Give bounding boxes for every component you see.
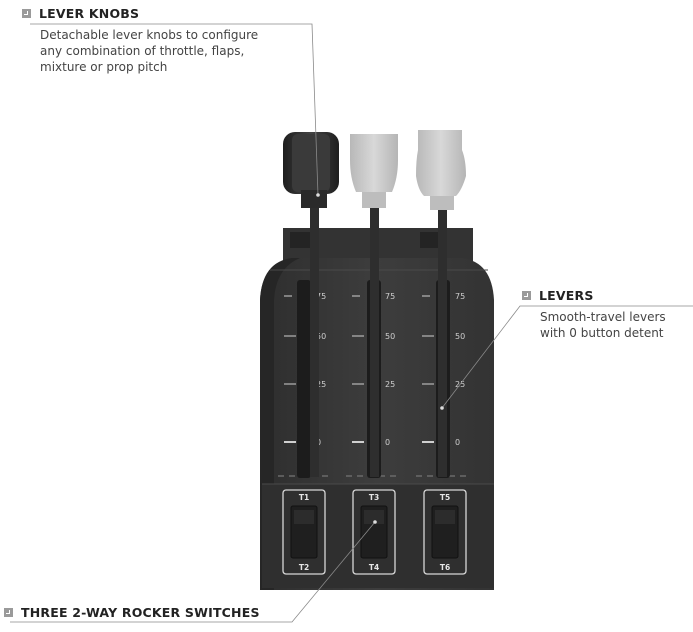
rocker-paddle-highlight <box>364 510 384 524</box>
rocker-label-bottom: T4 <box>369 563 379 572</box>
rocker-label-bottom: T6 <box>440 563 450 572</box>
bullet-icon <box>4 608 13 617</box>
scale-label: 50 <box>385 332 395 341</box>
callout-levers-title-row: LEVERS <box>522 288 666 303</box>
light-lever-knob-icon <box>350 134 398 208</box>
scale-label: 75 <box>385 292 395 301</box>
rocker-paddle-highlight <box>294 510 314 524</box>
callout-lever-knobs: LEVER KNOBS Detachable lever knobs to co… <box>22 6 258 75</box>
callout-lever-knobs-title: LEVER KNOBS <box>39 6 140 21</box>
leader-line-levers <box>441 305 693 409</box>
scale-label: 75 <box>455 292 465 301</box>
callout-rocker-switches-title-row: THREE 2-WAY ROCKER SWITCHES <box>4 605 260 620</box>
rocker-paddle-highlight <box>435 510 455 524</box>
leader-dot <box>316 193 320 197</box>
lever-shafts <box>310 190 447 477</box>
light-lever-knob-icon <box>416 130 466 210</box>
callout-lever-knobs-desc-line: Detachable lever knobs to configure <box>40 28 259 42</box>
scale-label: 50 <box>316 332 326 341</box>
leader-dot <box>440 406 444 410</box>
scale-label: 50 <box>455 332 465 341</box>
scale-label: 0 <box>385 438 390 447</box>
bullet-icon <box>22 9 31 18</box>
bullet-icon <box>522 291 531 300</box>
scale-label: 0 <box>455 438 460 447</box>
callout-levers-desc-line: with 0 button detent <box>540 326 664 340</box>
dark-lever-knob-icon <box>283 132 339 208</box>
leader-lines <box>10 23 693 623</box>
callout-levers-description: Smooth-travel levers with 0 button deten… <box>540 309 666 341</box>
rocker-label-bottom: T2 <box>299 563 309 572</box>
scale-label: 75 <box>316 292 326 301</box>
scale-label: 25 <box>316 380 326 389</box>
leader-line-lever-knobs <box>30 23 319 196</box>
callout-levers-desc-line: Smooth-travel levers <box>540 310 666 324</box>
rocker-label-top: T5 <box>440 493 450 502</box>
leader-dot <box>373 520 377 524</box>
leader-line-rockers <box>10 521 376 623</box>
callout-lever-knobs-title-row: LEVER KNOBS <box>22 6 258 21</box>
rocker-frame <box>352 489 396 575</box>
callout-rocker-switches-title: THREE 2-WAY ROCKER SWITCHES <box>21 605 260 620</box>
callout-levers: LEVERS Smooth-travel levers with 0 butto… <box>522 288 666 341</box>
callout-lever-knobs-description: Detachable lever knobs to configure any … <box>40 27 258 75</box>
callout-lever-knobs-desc-line: mixture or prop pitch <box>40 60 168 74</box>
rocker-frame <box>423 489 467 575</box>
callout-rocker-switches: THREE 2-WAY ROCKER SWITCHES <box>4 605 260 620</box>
rocker-label-top: T3 <box>369 493 379 502</box>
rocker-frame <box>282 489 326 575</box>
rocker-label-top: T1 <box>299 493 309 502</box>
scale-label: 25 <box>385 380 395 389</box>
callout-lever-knobs-desc-line: any combination of throttle, flaps, <box>40 44 245 58</box>
lever-scales: 755025075502507550250 <box>278 292 470 477</box>
callout-levers-title: LEVERS <box>539 288 594 303</box>
